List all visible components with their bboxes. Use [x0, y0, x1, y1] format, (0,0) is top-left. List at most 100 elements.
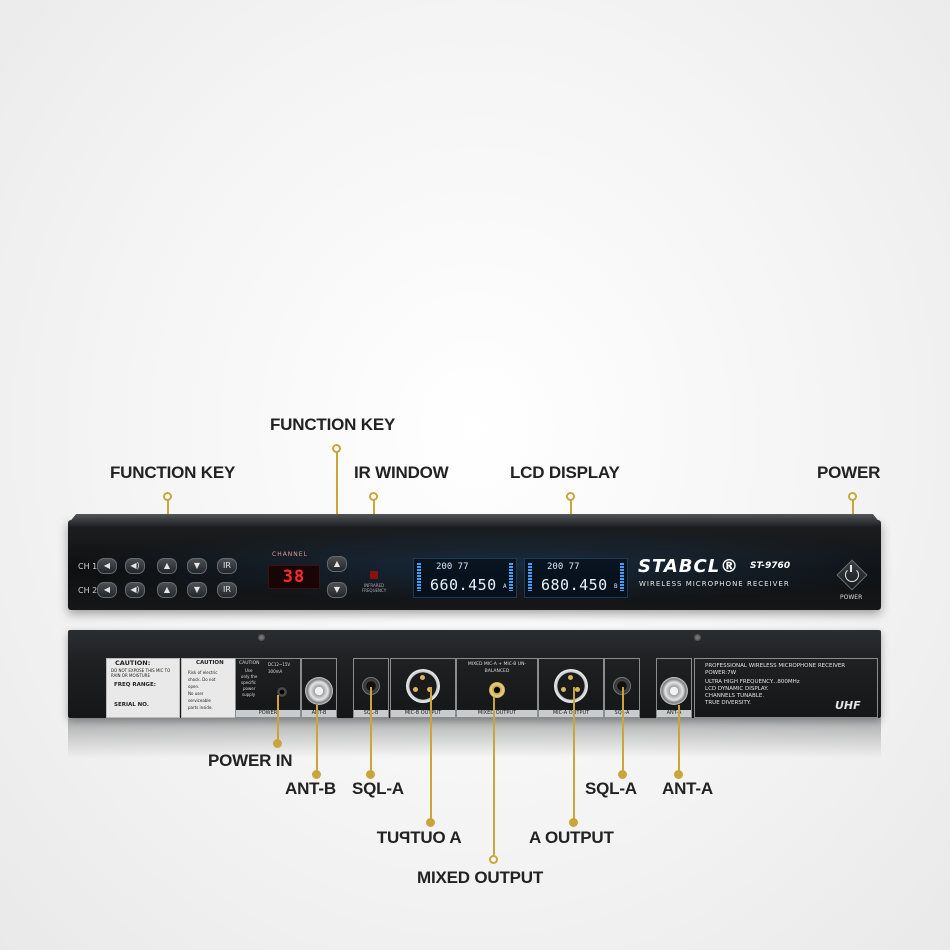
info-line: LCD DYNAMIC DISPLAY.	[705, 686, 769, 692]
power-label: POWER	[840, 594, 863, 601]
freq-range-label: FREQ RANGE:	[114, 682, 156, 688]
serial-sticker: CAUTION: DO NOT EXPOSE THIS MIC TO RAIN …	[106, 658, 180, 718]
ch1-ir-button[interactable]: IR	[217, 558, 237, 574]
ch2-label: CH 2	[78, 586, 98, 595]
brand-logo: STABCL®	[638, 556, 740, 577]
caution-box-line: shock. Do not	[188, 677, 216, 682]
power-icon-bar	[850, 565, 852, 572]
leader-mixed-output	[493, 697, 495, 857]
mic-a-output-label: MIC-A OUTPUT	[539, 710, 603, 717]
lcd-a-code: 200 77	[436, 562, 469, 572]
leader-dot	[312, 770, 321, 779]
info-line: POWER:7W	[705, 670, 737, 676]
power-spec: DC12~15V 300mA	[268, 662, 291, 674]
leader-dot	[569, 818, 578, 827]
mic-b-xlr-connector[interactable]	[406, 669, 440, 703]
caution-box-line: Risk of electric	[188, 670, 218, 675]
receiver-front-panel: CH 1 CH 2 ◀ ◀) ▲ ▼ IR ◀ ◀) ▲ ▼ IR CHANNE…	[68, 520, 881, 610]
ch1-label: CH 1	[78, 562, 98, 571]
callout-ant-b: ANT-B	[285, 779, 336, 798]
ch2-up-button[interactable]: ▲	[157, 582, 177, 598]
mixed-output-section: MIXED MIC-A + MIC-B UN-BALANCED MIXED OU…	[456, 658, 538, 718]
caution-sticker: CAUTION Risk of electric shock. Do not o…	[181, 658, 236, 718]
xlr-pin	[413, 687, 418, 692]
rear-unit-reflection	[68, 718, 881, 758]
ant-b-connector[interactable]	[305, 677, 333, 705]
caution-box-line: serviceable	[188, 698, 211, 703]
lcd-b-channel-label: B	[614, 583, 618, 590]
leader-ant-b	[316, 705, 318, 771]
channel-down-button[interactable]: ▼	[327, 582, 347, 598]
rf-meter	[528, 563, 532, 591]
callout-sql-a-left: SQL-A	[352, 779, 404, 798]
leader-function-key-top	[336, 448, 338, 558]
rf-meter	[417, 563, 421, 591]
lcd-a-channel-label: A	[503, 583, 507, 590]
leader-dot	[426, 818, 435, 827]
power-icon	[845, 568, 859, 582]
caution-title: CAUTION:	[115, 659, 151, 667]
ch1-mute-button[interactable]: ◀	[97, 558, 117, 574]
lcd-b-frequency: 680.450	[541, 576, 608, 594]
callout-function-key-top: FUNCTION KEY	[270, 415, 396, 434]
xlr-pin	[561, 687, 566, 692]
mixed-output-jack[interactable]	[489, 682, 505, 698]
ant-a-connector[interactable]	[660, 677, 688, 705]
uhf-logo: UHF	[835, 699, 861, 712]
xlr-pin	[575, 687, 580, 692]
callout-ant-a: ANT-A	[662, 779, 713, 798]
ch1-volume-button[interactable]: ◀)	[125, 558, 145, 574]
caution-box-line: parts inside.	[188, 705, 213, 710]
mic-a-xlr-connector[interactable]	[554, 669, 588, 703]
leader-sql-a-left	[370, 687, 372, 771]
power-caution-line: Use	[245, 668, 253, 673]
af-meter	[620, 563, 624, 591]
leader-dot	[273, 739, 282, 748]
serial-number-label: SERIAL NO.	[114, 702, 149, 708]
ch1-up-button[interactable]: ▲	[157, 558, 177, 574]
callout-ir-window: IR WINDOW	[354, 463, 449, 482]
channel-display: 38	[268, 565, 320, 589]
xlr-pin	[568, 675, 573, 680]
lcd-display-a: 200 77 660.450 A	[413, 558, 517, 598]
callout-a-output: A OUTPUT	[529, 828, 614, 847]
leader-a-output-mirrored	[430, 687, 432, 819]
ch2-mute-button[interactable]: ◀	[97, 582, 117, 598]
ant-a-label: ANT-A	[657, 710, 691, 717]
mic-b-output-label: MIC-B OUTPUT	[391, 710, 455, 717]
power-caution-line: only the	[241, 674, 258, 679]
mic-b-output-section: MIC-B OUTPUT	[390, 658, 456, 718]
af-meter	[509, 563, 513, 591]
ant-b-section: ANT-B	[301, 658, 337, 718]
ch1-down-button[interactable]: ▼	[187, 558, 207, 574]
caution-box-title: CAUTION	[196, 660, 224, 666]
power-caution-title: CAUTION	[239, 661, 260, 666]
callout-power: POWER	[817, 463, 881, 482]
front-unit-top-edge	[68, 514, 881, 524]
lcd-a-frequency: 660.450	[430, 576, 497, 594]
ant-b-label: ANT-B	[302, 710, 336, 717]
leader-dot	[366, 770, 375, 779]
ch2-down-button[interactable]: ▼	[187, 582, 207, 598]
info-line: PROFESSIONAL WIRELESS MICROPHONE RECEIVE…	[705, 663, 846, 669]
callout-power-in: POWER IN	[208, 751, 293, 770]
product-subtitle: WIRELESS MICROPHONE RECEIVER	[639, 580, 790, 588]
lcd-display-b: 200 77 680.450 B	[524, 558, 628, 598]
mic-a-output-section: MIC-A OUTPUT	[538, 658, 604, 718]
caution-line: DO NOT EXPOSE THIS MIC TO RAIN OR MOISTU…	[111, 668, 171, 678]
ch2-volume-button[interactable]: ◀)	[125, 582, 145, 598]
leader-sql-a-right	[622, 687, 624, 771]
callout-sql-a-right: SQL-A	[585, 779, 637, 798]
leader-dot	[489, 855, 498, 864]
callout-a-output-mirrored: A OUTPUT	[377, 828, 462, 847]
power-label-rear: POWER	[236, 710, 300, 717]
info-line: TRUE DIVERSITY.	[705, 700, 751, 706]
screw-icon	[694, 634, 701, 641]
ch2-ir-button[interactable]: IR	[217, 582, 237, 598]
power-caution-line: power	[243, 686, 256, 691]
xlr-pin	[427, 687, 432, 692]
leader-dot	[332, 444, 341, 453]
ir-window	[370, 571, 378, 579]
power-in-jack[interactable]	[277, 687, 287, 697]
channel-up-button[interactable]: ▲	[327, 556, 347, 572]
